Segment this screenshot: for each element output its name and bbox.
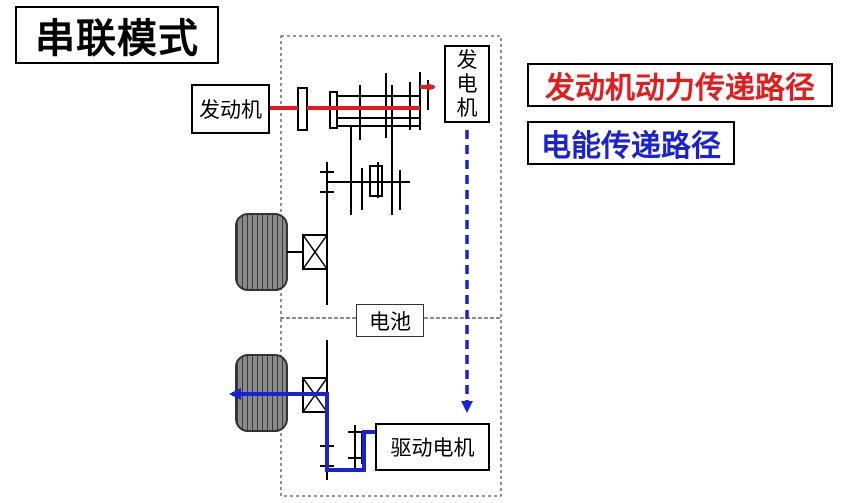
drive-motor-box: 驱动电机	[375, 423, 490, 471]
front-wheel	[235, 213, 288, 291]
legend-electric-power-path-label: 电能传递路径	[541, 129, 721, 164]
generator-label-3: 机	[456, 96, 478, 120]
battery-label: 电池	[356, 304, 424, 337]
legend-electric-power-path: 电能传递路径	[527, 121, 735, 165]
generator-box: 发 电 机	[444, 45, 490, 123]
mode-title: 串联模式	[15, 6, 219, 64]
engine-power-path	[270, 83, 436, 110]
generator-label-1: 发	[456, 48, 478, 72]
electric-power-path	[229, 130, 473, 472]
engine-box: 发动机	[191, 84, 270, 134]
generator-label-2: 电	[456, 72, 478, 96]
front-differential-icon	[287, 234, 328, 270]
legend-engine-power-path-label: 发动机动力传递路径	[545, 71, 815, 106]
legend-engine-power-path: 发动机动力传递路径	[527, 63, 833, 107]
